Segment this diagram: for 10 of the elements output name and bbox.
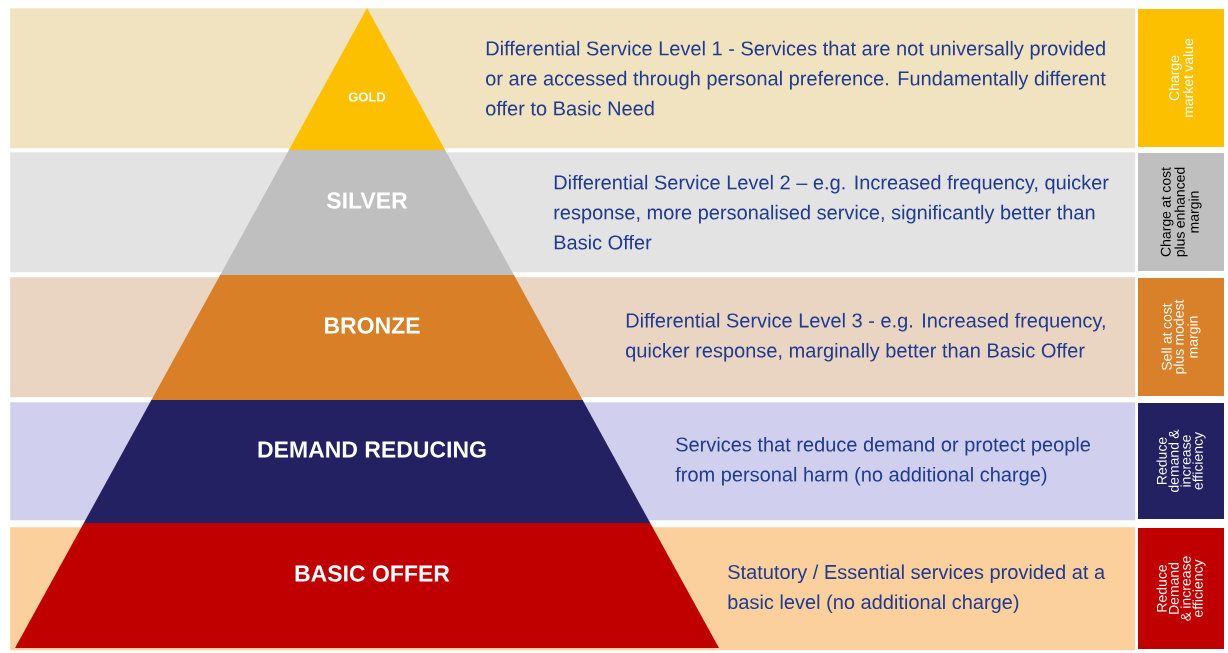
- side-box: Charge at cost plus enhanced margin: [1138, 153, 1224, 271]
- side-box: Charge market value: [1138, 9, 1224, 147]
- pyramid-tier: GOLD: [288, 8, 446, 150]
- side-box: Reduce Demand & increase efficiency: [1138, 528, 1224, 649]
- side-box: Reduce demand & increase efficiency: [1138, 403, 1224, 519]
- pyramid-tier: BASIC OFFER: [15, 523, 719, 648]
- pyramid-tier: DEMAND REDUCING: [83, 400, 651, 523]
- pyramid-tier: SILVER: [220, 150, 514, 275]
- side-box: Sell at cost plus modest margin: [1138, 278, 1224, 396]
- pyramid-tier: BRONZE: [151, 275, 583, 400]
